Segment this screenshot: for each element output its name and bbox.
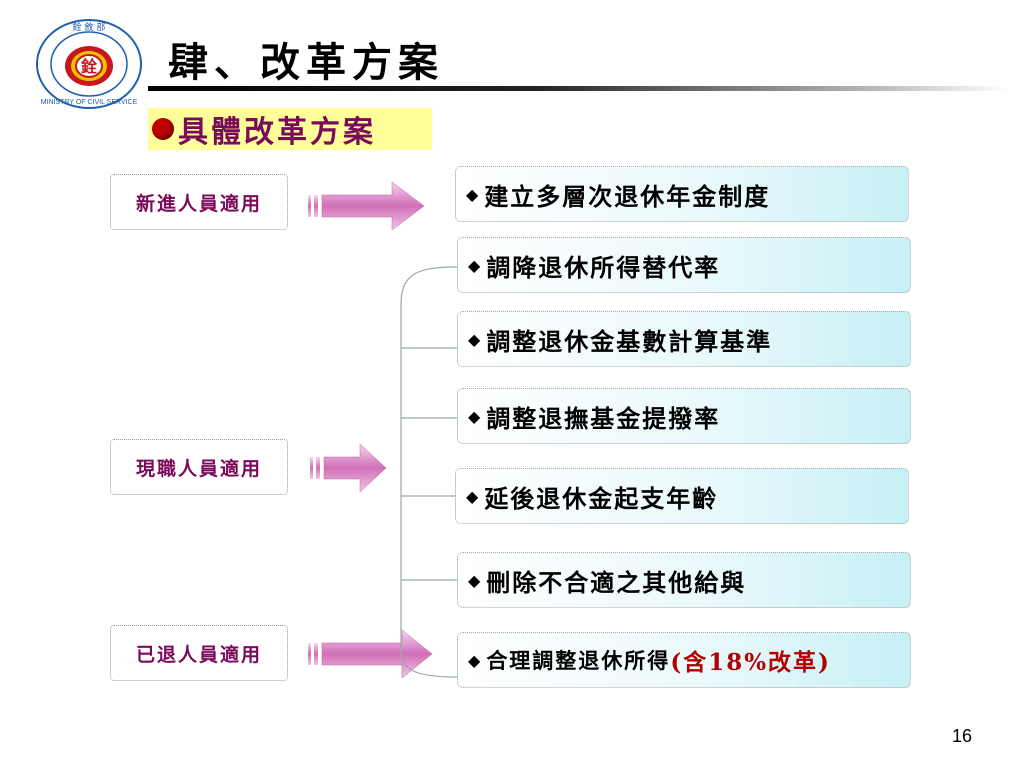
- reform-item: ◆ 建立多層次退休年金制度: [455, 166, 909, 222]
- reform-item-text: 調降退休所得替代率: [486, 252, 721, 282]
- seal-center-char: 銓: [81, 57, 97, 76]
- reform-item-text: 延後退休金起支年齡: [484, 483, 719, 513]
- group-new-employees: 新進人員適用: [110, 174, 288, 230]
- reform-item: ◆ 調整退休金基數計算基準: [457, 311, 911, 367]
- arrow-right-icon: [308, 629, 433, 679]
- reform-item-text: 調整退撫基金提撥率: [486, 403, 721, 433]
- group-current-employees: 現職人員適用: [110, 439, 288, 495]
- reform-item: ◆ 延後退休金起支年齡: [455, 468, 909, 524]
- bracket-connector: [400, 266, 458, 678]
- diamond-bullet-icon: ◆: [468, 570, 483, 590]
- diamond-bullet-icon: ◆: [466, 184, 481, 204]
- page-number: 16: [951, 726, 972, 746]
- diamond-bullet-icon: ◆: [466, 486, 481, 506]
- arrow-right-icon: [310, 443, 387, 493]
- reform-item-text: 刪除不合適之其他給與: [486, 567, 747, 597]
- diamond-bullet-icon: ◆: [468, 255, 483, 275]
- title-underline: [148, 86, 1008, 91]
- seal-top-text: 銓 敘 部: [73, 21, 106, 33]
- reform-item: ◆ 調降退休所得替代率: [457, 237, 911, 293]
- reform-item: ◆ 刪除不合適之其他給與: [457, 552, 911, 608]
- diamond-bullet-icon: ◆: [468, 406, 483, 426]
- group-retired-employees: 已退人員適用: [110, 625, 288, 681]
- section-heading: 具體改革方案: [148, 108, 432, 150]
- reform-item-text: 調整退休金基數計算基準: [486, 326, 773, 356]
- red-bullet-icon: [152, 118, 174, 140]
- reform-item: ◆ 調整退撫基金提撥率: [457, 388, 911, 444]
- arrow-right-icon: [308, 181, 425, 231]
- reform-item: ◆ 合理調整退休所得 (含18%改革): [457, 632, 911, 688]
- reform-item-text: 建立多層次退休年金制度: [484, 181, 771, 211]
- diamond-bullet-icon: ◆: [468, 329, 483, 349]
- diamond-bullet-icon: ◆: [468, 650, 483, 670]
- seal-ring-text: MINISTRY OF CIVIL SERVICE: [41, 99, 138, 106]
- page-title: 肆、改革方案: [168, 39, 444, 86]
- reform-item-text: 合理調整退休所得: [486, 648, 671, 673]
- section-heading-text: 具體改革方案: [178, 115, 376, 150]
- reform-item-emphasis: (含18%改革): [670, 649, 831, 676]
- ministry-seal-logo: MINISTRY OF CIVIL SERVICE 銓 敘 部 銓: [36, 19, 142, 109]
